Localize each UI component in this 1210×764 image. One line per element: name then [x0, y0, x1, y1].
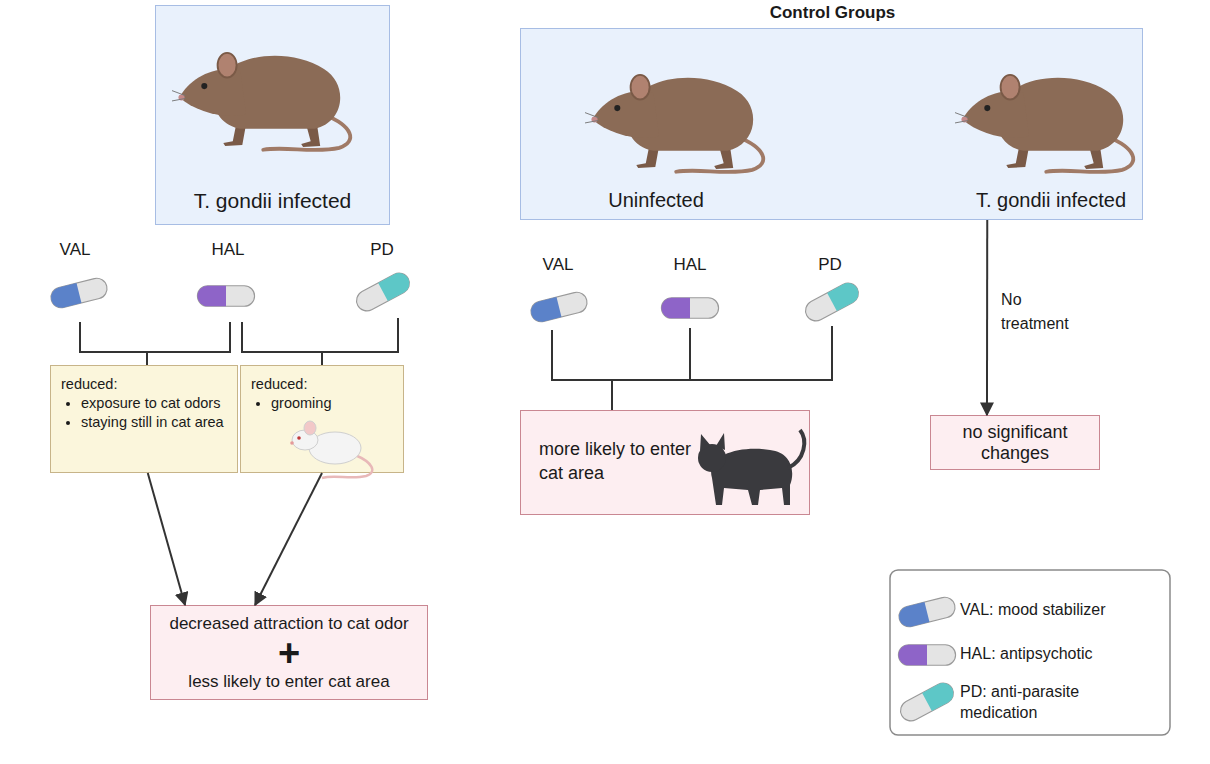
box-text: less likely to enter cat area [188, 672, 389, 692]
box-text: decreased attraction to cat odor [169, 614, 408, 634]
box-heading: reduced: [251, 375, 393, 394]
rat-illustration [953, 75, 1133, 172]
drug-label: VAL [60, 240, 91, 260]
legend-pill [897, 595, 957, 629]
mouse-ear [304, 421, 316, 435]
cat-ears [700, 433, 725, 451]
bracket-line [552, 326, 832, 410]
arrow-connector [255, 473, 322, 605]
arrow-connector [148, 473, 185, 605]
pill-pd [802, 280, 862, 325]
rat-illustration [170, 53, 350, 150]
legend-text: HAL: antipsychotic [960, 644, 1150, 665]
process-box: T. gondii infected [155, 5, 390, 225]
drug-label: PD [818, 255, 842, 275]
box-text: T. gondii infected [156, 189, 389, 213]
legend-entry: VAL: mood stabilizer [960, 600, 1150, 621]
cat-head [698, 444, 726, 472]
mouse-illustration [290, 421, 372, 478]
pill-pd [353, 270, 413, 315]
legend-frame [890, 570, 1170, 735]
group-box: Control GroupsUninfectedT. gondii infect… [520, 28, 1143, 220]
pill-val [529, 290, 589, 324]
drug-label: VAL [543, 255, 574, 275]
box-text: more likely to enter cat area [539, 437, 709, 486]
legend-entry: PD: anti-parasite medication [960, 682, 1150, 724]
mouse-eye [297, 436, 301, 440]
process-box: no significant changes [930, 415, 1100, 470]
bracket-line [242, 318, 398, 365]
process-box: reduced:grooming [240, 365, 404, 473]
legend-text: VAL: mood stabilizer [960, 600, 1150, 621]
box-text: no significant changes [931, 422, 1099, 464]
pill-hal [197, 286, 254, 307]
box-text: + [278, 634, 300, 672]
cat-tail [788, 430, 804, 468]
mouse-nose [290, 441, 294, 445]
bullet-item: grooming [271, 394, 393, 413]
legend-pill [897, 680, 957, 725]
pill-group [49, 270, 862, 325]
rat-illustration [583, 75, 763, 172]
pill-val [49, 276, 109, 310]
drug-label: PD [370, 240, 394, 260]
drug-label: HAL [211, 240, 244, 260]
rat-label: Uninfected [581, 189, 731, 212]
process-box: more likely to enter cat area [520, 410, 810, 515]
process-box: reduced:exposure to cat odorsstaying sti… [50, 365, 238, 473]
rat-label: T. gondii infected [946, 189, 1156, 212]
group-title: Control Groups [521, 3, 1144, 23]
process-box: decreased attraction to cat odor+less li… [150, 605, 428, 700]
bullet-item: staying still in cat area [81, 413, 227, 432]
cat-illustration [698, 430, 804, 505]
mouse-head [292, 430, 318, 450]
legend-pill [898, 645, 955, 666]
bullet-item: exposure to cat odors [81, 394, 227, 413]
pill-hal [661, 298, 718, 319]
edge-label: No treatment [1001, 288, 1081, 338]
arrow-connector [986, 220, 988, 415]
mouse-tail [322, 455, 372, 478]
drug-label: HAL [673, 255, 706, 275]
legend-entry: HAL: antipsychotic [960, 644, 1150, 665]
box-heading: reduced: [61, 375, 227, 394]
bracket-line [80, 322, 230, 365]
mouse-body [309, 432, 361, 464]
legend-text: PD: anti-parasite medication [960, 682, 1150, 724]
cat-body [711, 449, 792, 505]
